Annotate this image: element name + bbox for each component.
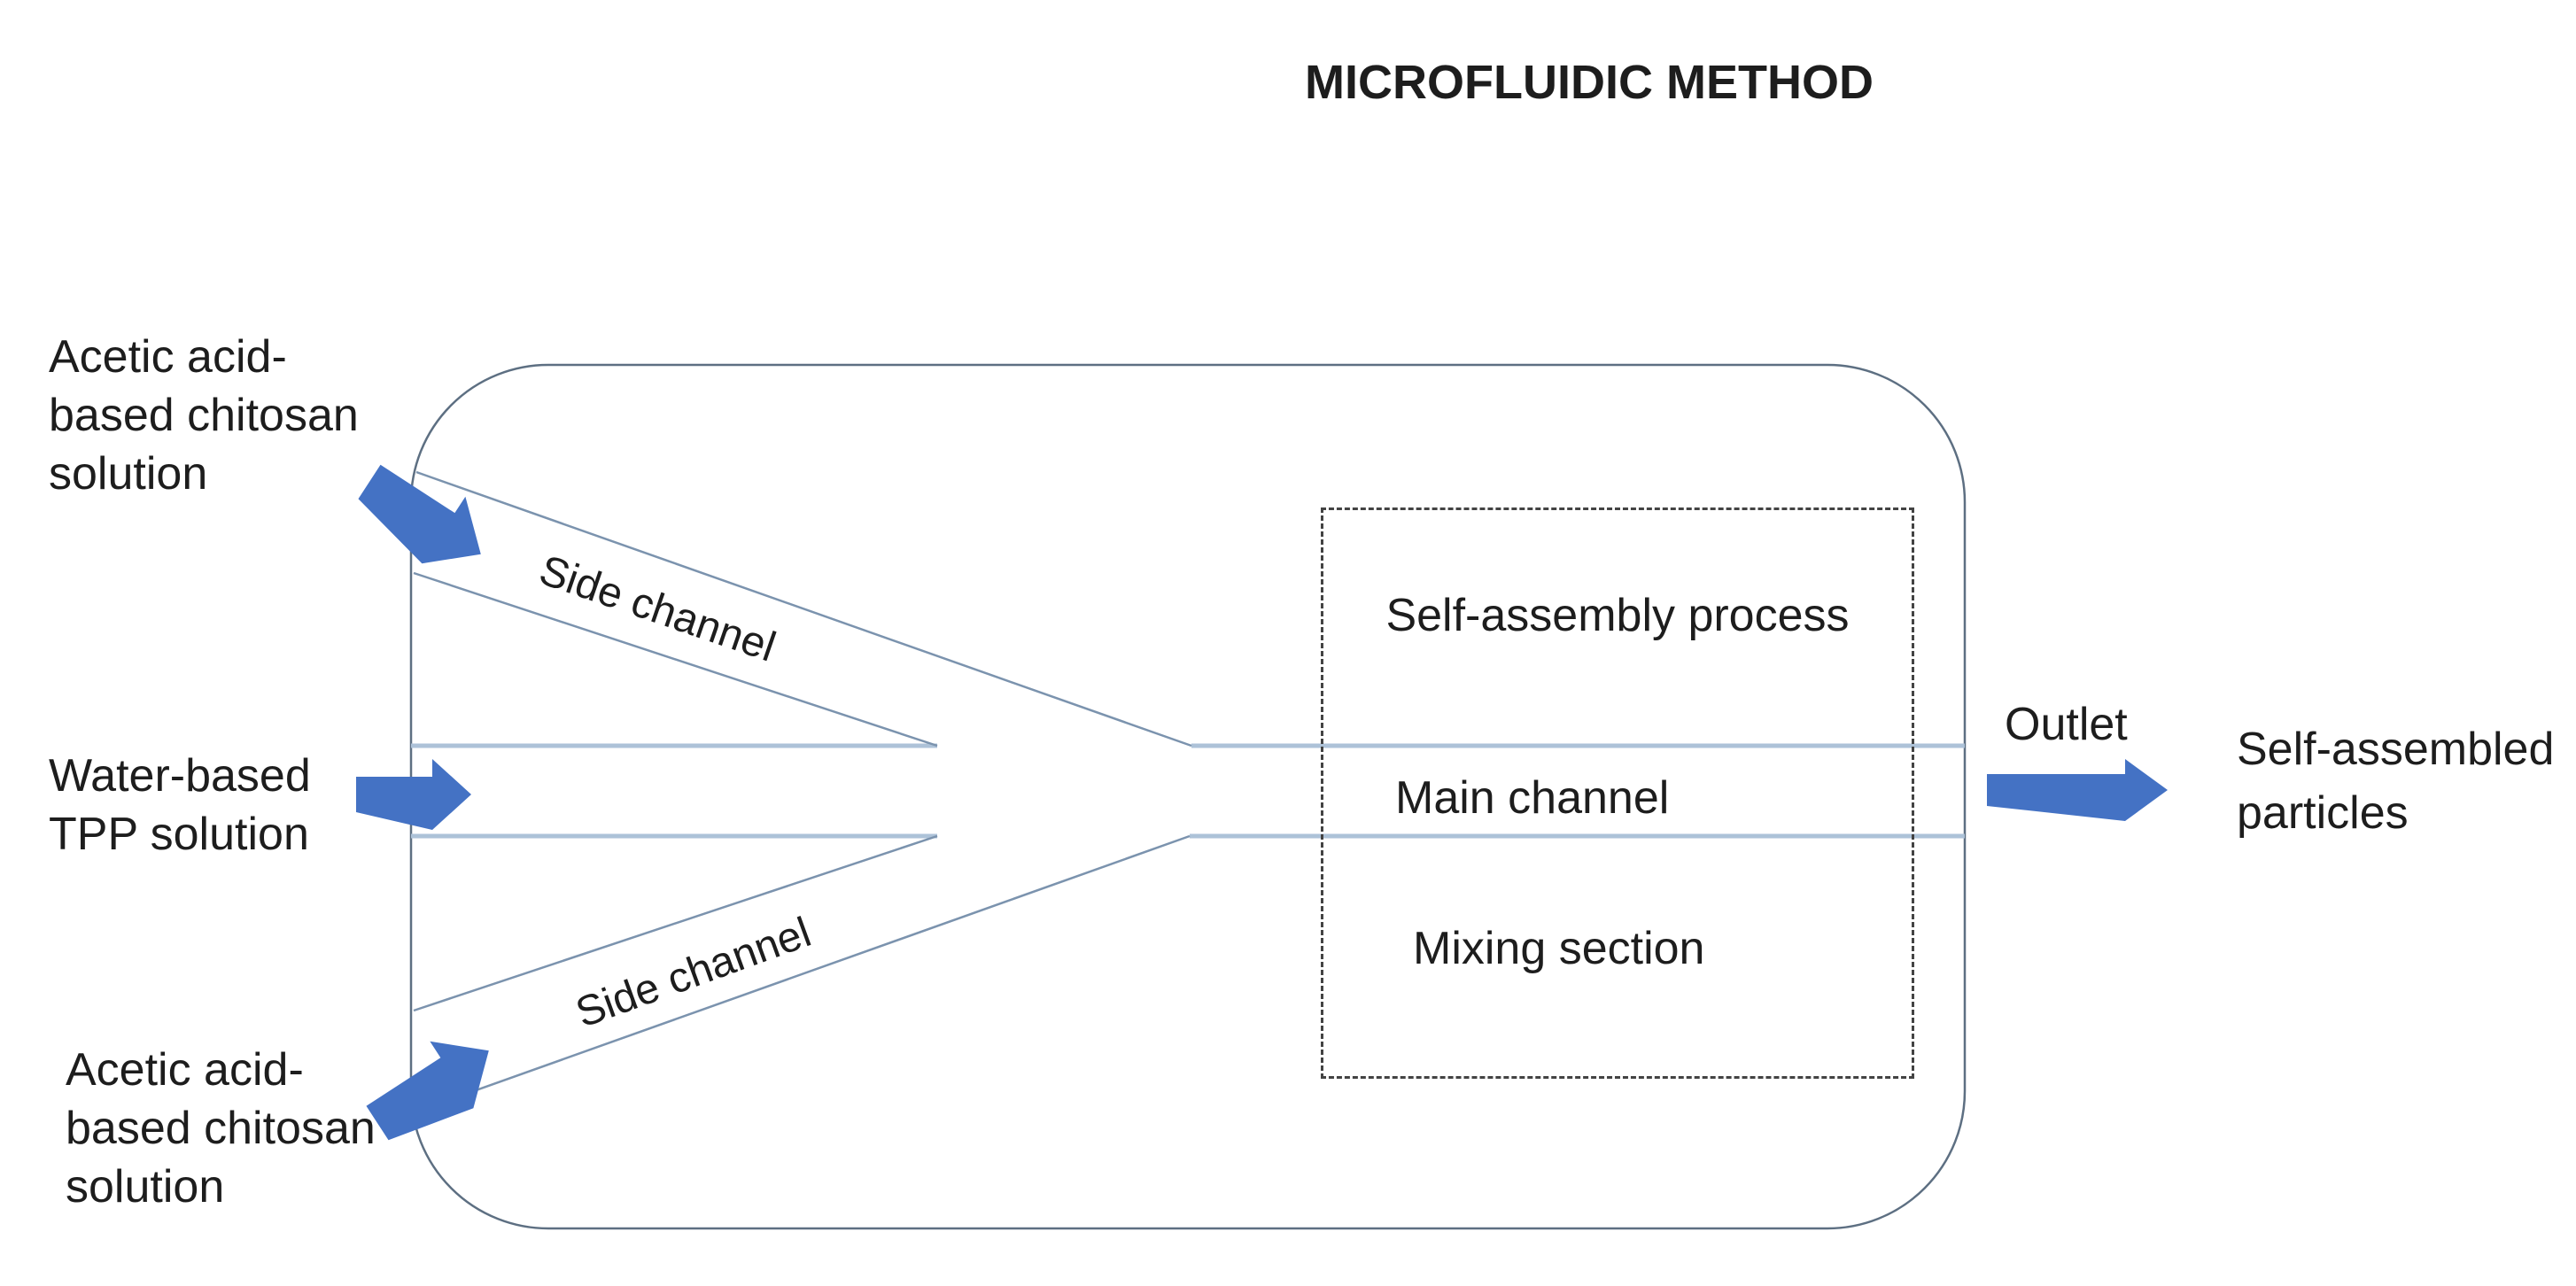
mixing-section-label: Mixing section (1413, 923, 1705, 974)
diagram-title: MICROFLUIDIC METHOD (1305, 56, 1874, 109)
inlet-arrow-middle (356, 759, 471, 830)
side-channel-bottom-lower-line (415, 834, 1191, 1113)
side-channel-top-upper-line (415, 470, 1192, 748)
outlet-label: Outlet (2005, 699, 2128, 750)
self-assembly-label: Self-assembly process (1385, 590, 1850, 641)
product-label: Self-assembled particles (2237, 724, 2555, 839)
main-channel-label: Main channel (1395, 772, 1670, 824)
side-channel-bottom-upper-line (413, 834, 938, 1012)
inlet-label-middle: Water-based TPP solution (49, 750, 311, 860)
inlet-arrow-bottom (366, 1041, 489, 1141)
inlet-label-top: Acetic acid- based chitosan solution (49, 331, 359, 500)
mixing-section-box (1321, 507, 1914, 1079)
outlet-arrow (1987, 759, 2168, 821)
side-channel-top-lower-line (413, 571, 938, 748)
inlet-label-bottom: Acetic acid- based chitosan solution (66, 1044, 376, 1212)
inlet-arrow-top (358, 464, 481, 564)
